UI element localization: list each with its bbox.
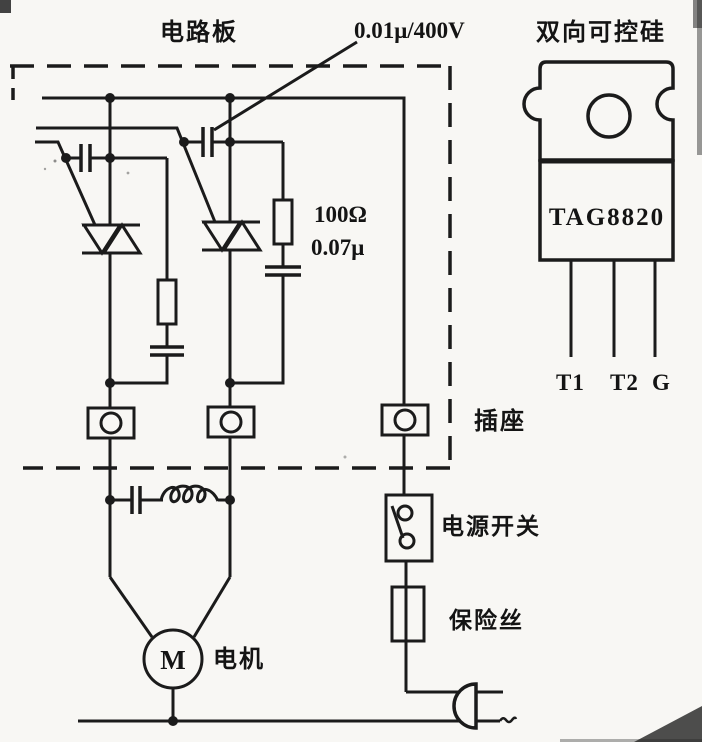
triac-1-branch <box>35 98 184 408</box>
line-capacitor-value-label: 0.01μ/400V <box>354 18 465 43</box>
triac-2-gate-wire <box>36 126 217 223</box>
pin-t1-label: T1 <box>556 370 585 395</box>
motor-symbol-letter: M <box>160 645 185 675</box>
pin-g-label: G <box>652 370 671 395</box>
pin-t2-label: T2 <box>610 370 639 395</box>
power-switch <box>384 435 434 563</box>
power-switch-label: 电源开关 <box>441 513 541 539</box>
snubber-2 <box>230 142 301 385</box>
motor-label: 电机 <box>213 646 265 673</box>
snubber-capacitor-value-label: 0.07μ <box>311 235 364 260</box>
fuse-label: 保险丝 <box>448 607 524 633</box>
socket-1 <box>86 406 136 440</box>
gate-capacitor-2 <box>184 127 283 157</box>
triac-1-gate-wire <box>35 140 97 226</box>
triac-title-label: 双向可控硅 <box>536 18 666 46</box>
switch-lever <box>390 505 405 539</box>
resistor-1 <box>156 278 178 326</box>
socket-label: 插座 <box>474 407 526 435</box>
triac-1-symbol <box>81 222 143 256</box>
package-body <box>538 159 675 262</box>
triac-2-symbol <box>201 219 263 253</box>
capacitor-callout-line <box>213 40 358 132</box>
wire-break-squiggle <box>498 716 518 724</box>
mounting-hole <box>586 93 632 139</box>
circuit-board-label: 电路板 <box>160 18 238 46</box>
triac-2-branch <box>36 40 358 407</box>
inductor-coil <box>159 484 220 504</box>
mains-plug <box>78 682 518 730</box>
gate-capacitor-1 <box>66 144 167 172</box>
circuit-board-dashed-outline <box>10 64 452 470</box>
triac-package <box>522 60 675 357</box>
resistor-2 <box>272 198 294 246</box>
part-number-label: TAG8820 <box>549 204 665 231</box>
plug-body <box>452 682 478 730</box>
socket-2 <box>206 405 256 439</box>
package-tab <box>522 60 675 162</box>
socket-3 <box>380 403 430 437</box>
filter-branch <box>105 437 235 577</box>
fuse <box>390 561 426 692</box>
snubber-resistor-value-label: 100Ω <box>314 202 367 227</box>
snubber-1 <box>110 158 184 385</box>
